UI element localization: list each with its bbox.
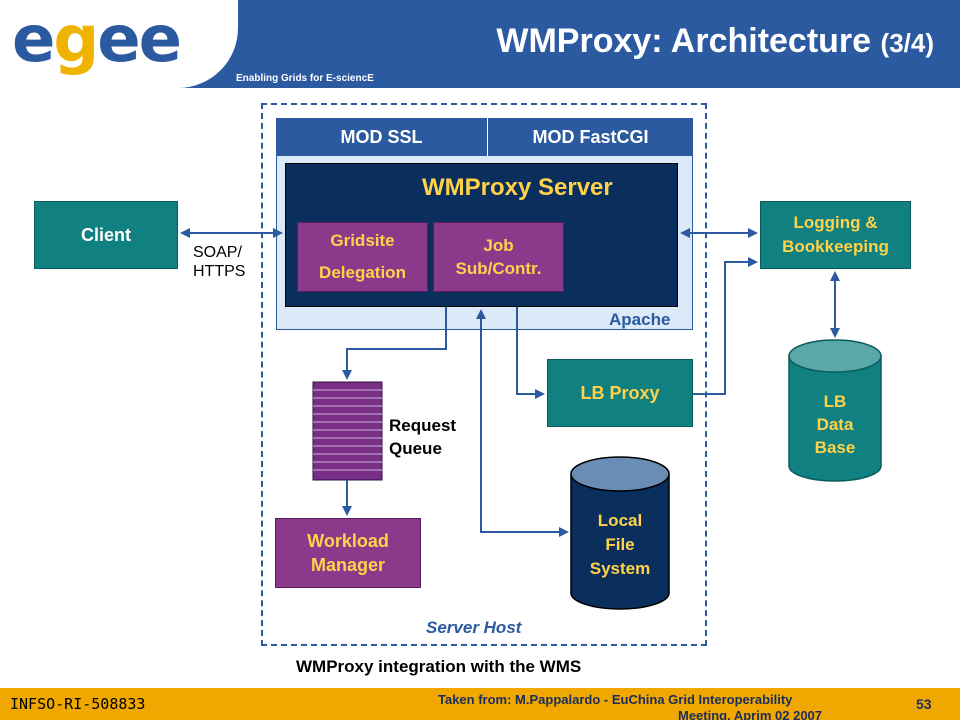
egee-logo-letters: egee	[12, 2, 182, 78]
server-host-label: Server Host	[426, 618, 522, 637]
logo-letter-g: g	[53, 3, 99, 77]
page-number: 53	[916, 696, 932, 712]
source-line1: Taken from: M.Pappalardo - EuChina Grid …	[438, 692, 793, 707]
slide-header: egee Enabling Grids for E-sciencE WMProx…	[0, 0, 960, 88]
source-line2: Meeting, Aprim 02 2007	[678, 708, 823, 720]
slide-footer: INFSO-RI-508833 Taken from: M.Pappalardo…	[0, 688, 960, 720]
apache-label: Apache	[609, 310, 671, 329]
slide-title-main: WMProxy: Architecture	[496, 22, 872, 60]
egee-logo: egee	[0, 0, 238, 88]
logo-letter-e1: e	[12, 3, 55, 77]
wmproxy-server-title: WMProxy Server	[422, 174, 613, 201]
lb-proxy-box: LB Proxy	[547, 359, 693, 427]
slide-title: WMProxy: Architecture (3/4)	[496, 22, 934, 61]
diagram-caption: WMProxy integration with the WMS	[296, 657, 582, 676]
source-credit: Taken from: M.Pappalardo - EuChina Grid …	[438, 692, 878, 720]
lb-db-line1: LB	[823, 391, 847, 411]
job-line1: Job	[483, 236, 514, 255]
lb-db-line2: Data	[816, 414, 854, 434]
mod-ssl-label: MOD SSL	[340, 126, 423, 147]
workload-manager-box: Workload Manager	[275, 518, 421, 588]
lb-database-label: LB Data Base	[789, 388, 881, 460]
local-fs-line2: File	[605, 535, 635, 554]
logo-tagline: Enabling Grids for E-sciencE	[236, 73, 374, 84]
workload-line2: Manager	[310, 555, 386, 575]
gridsite-line2: Delegation	[319, 263, 406, 282]
soap-line2: HTTPS	[193, 263, 246, 280]
local-fs-label: Local File System	[571, 508, 669, 582]
workload-line1: Workload	[307, 531, 389, 551]
logo-letter-e2: e	[97, 3, 140, 77]
client-box: Client	[34, 201, 178, 269]
logo-letter-e3: e	[138, 3, 182, 77]
soap-https-label: SOAP/ HTTPS	[193, 243, 245, 281]
logging-bookkeeping-box: Logging & Bookkeeping	[760, 201, 911, 269]
slide-title-suffix: (3/4)	[880, 28, 934, 58]
job-line2: Sub/Contr.	[455, 259, 542, 278]
mod-fastcgi-label: MOD FastCGI	[532, 126, 649, 147]
lb-db-line3: Base	[814, 437, 856, 457]
local-fs-line1: Local	[597, 511, 643, 530]
job-subcontr-box: Job Sub/Contr.	[433, 222, 564, 292]
request-queue-line1: Request	[389, 416, 457, 435]
lb-proxy-label: LB Proxy	[580, 382, 660, 403]
mod-fastcgi-bar: MOD FastCGI	[487, 118, 693, 156]
request-queue-label: Request Queue	[389, 414, 456, 460]
gridsite-delegation-box: Gridsite Delegation	[297, 222, 428, 292]
project-id: INFSO-RI-508833	[10, 695, 146, 713]
request-queue-line2: Queue	[389, 439, 442, 458]
logging-line2: Bookkeeping	[782, 237, 889, 256]
local-fs-line3: System	[589, 559, 651, 578]
gridsite-line1: Gridsite	[330, 231, 395, 250]
logging-line1: Logging &	[793, 213, 878, 232]
mod-ssl-bar: MOD SSL	[276, 118, 487, 156]
soap-line1: SOAP/	[193, 244, 242, 261]
client-label: Client	[80, 224, 131, 245]
